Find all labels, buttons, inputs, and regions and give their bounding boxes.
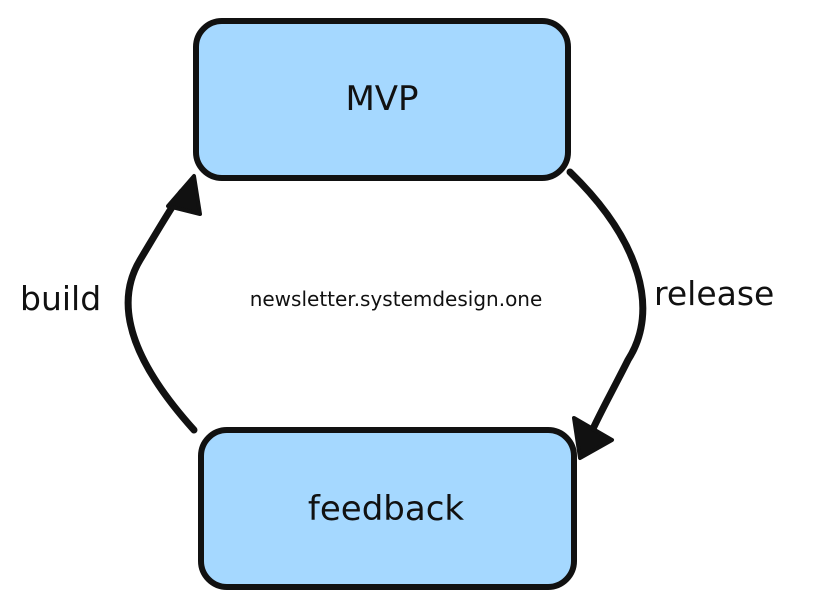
feedback-node-label: feedback (308, 489, 464, 529)
mvp-node[interactable]: MVP (193, 18, 571, 181)
build-edge-label: build (20, 279, 101, 318)
feedback-node[interactable]: feedback (198, 427, 577, 590)
release-arrow (566, 168, 647, 444)
mvp-node-box (193, 18, 571, 181)
feedback-node-box (198, 427, 577, 590)
release-edge-label: release (654, 274, 774, 313)
release-arrowhead-icon (572, 416, 614, 460)
mvp-node-label: MVP (345, 79, 418, 119)
watermark-text: newsletter.systemdesign.one (250, 287, 543, 311)
build-arrow (124, 188, 198, 434)
build-arrowhead-icon (166, 174, 202, 216)
